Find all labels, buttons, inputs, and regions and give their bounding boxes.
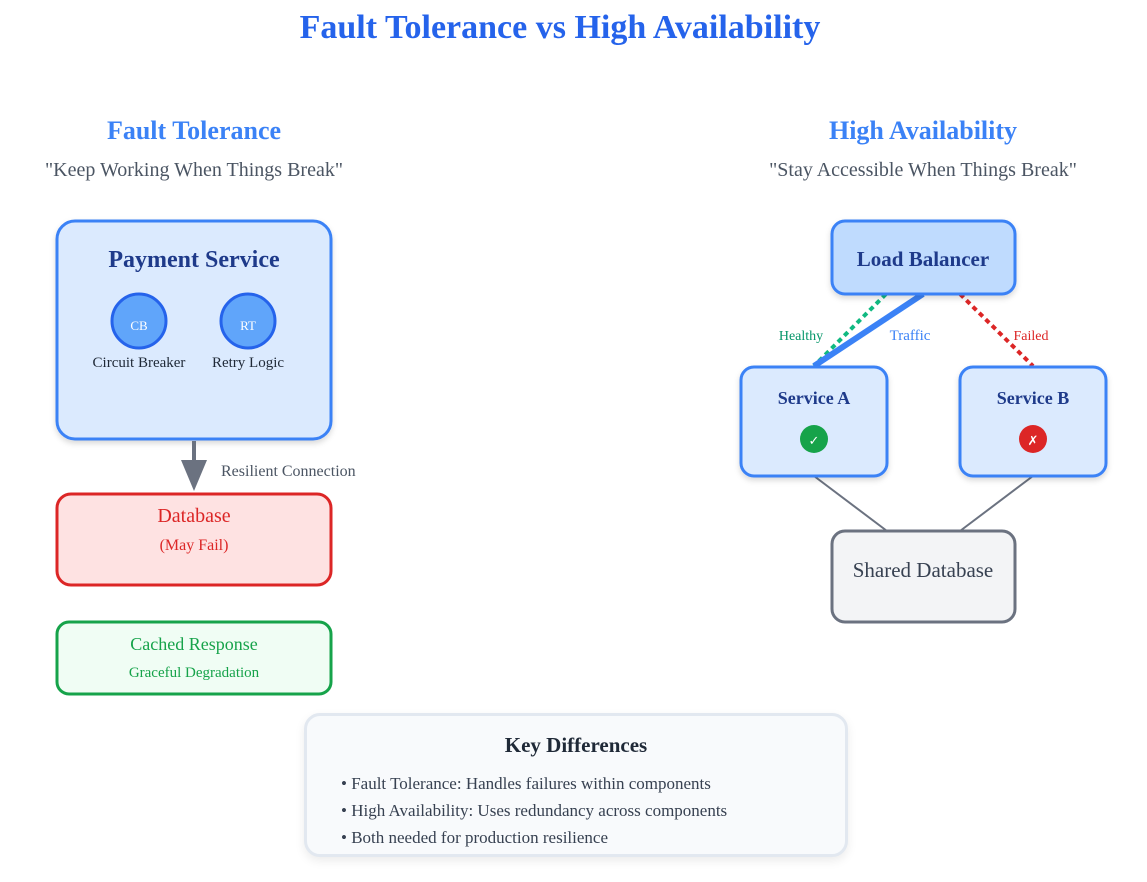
database-title: Database <box>157 505 230 527</box>
ft-subtitle: "Keep Working When Things Break" <box>45 159 343 181</box>
traffic-label: Traffic <box>890 328 931 344</box>
resilient-connection-arrow <box>181 441 207 491</box>
service-b-status-glyph: ✗ <box>1028 433 1039 448</box>
ha-subtitle: "Stay Accessible When Things Break" <box>769 159 1077 181</box>
failed-status-icon <box>1019 425 1047 453</box>
service-a-box: Service A ✓ <box>739 365 889 478</box>
traffic-link <box>812 291 925 369</box>
resilient-connection-label: Resilient Connection <box>221 463 356 480</box>
database-box: Database (May Fail) <box>55 492 333 587</box>
service-b-db-connector <box>959 475 1034 532</box>
payment-service-title: Payment Service <box>108 247 280 273</box>
retry-logic-badge: RT <box>240 318 256 333</box>
circuit-breaker-icon <box>110 292 168 350</box>
retry-logic-icon <box>219 292 277 350</box>
circuit-breaker-component: CB Circuit Breaker <box>93 292 186 371</box>
graceful-degradation-note: Graceful Degradation <box>129 665 260 681</box>
cached-response-box: Cached Response Graceful Degradation <box>55 620 333 696</box>
healthy-link <box>812 292 888 368</box>
load-balancer-label: Load Balancer <box>857 247 989 271</box>
shared-database-label: Shared Database <box>853 558 994 582</box>
healthy-status-icon <box>800 425 828 453</box>
ha-heading: High Availability <box>829 116 1017 145</box>
healthy-label: Healthy <box>779 329 823 344</box>
arrow-down-icon <box>181 460 207 491</box>
load-balancer-box: Load Balancer <box>830 219 1017 296</box>
list-item: Fault Tolerance: Handles failures within… <box>341 773 727 800</box>
circuit-breaker-badge: CB <box>130 318 148 333</box>
key-differences-panel: Key Differences Fault Tolerance: Handles… <box>304 713 848 857</box>
shared-database-box: Shared Database <box>830 529 1017 624</box>
payment-service-box: Payment Service CB Circuit Breaker RT Re… <box>55 219 333 441</box>
list-item: Both needed for production resilience <box>341 827 727 854</box>
service-a-label: Service A <box>778 388 850 408</box>
failed-label: Failed <box>1014 329 1049 344</box>
service-b-box: Service B ✗ <box>958 365 1108 478</box>
cached-response-title: Cached Response <box>130 634 257 654</box>
retry-logic-label: Retry Logic <box>212 355 284 371</box>
circuit-breaker-label: Circuit Breaker <box>93 355 186 371</box>
key-differences-list: Fault Tolerance: Handles failures within… <box>341 773 727 854</box>
list-item: High Availability: Uses redundancy acros… <box>341 800 727 827</box>
ft-heading: Fault Tolerance <box>107 116 281 145</box>
main-title: Fault Tolerance vs High Availability <box>300 9 821 46</box>
key-differences-heading: Key Differences <box>504 733 648 757</box>
service-b-label: Service B <box>997 388 1069 408</box>
retry-logic-component: RT Retry Logic <box>212 292 284 371</box>
database-note: (May Fail) <box>160 537 229 554</box>
failed-link <box>958 292 1035 368</box>
service-a-status-glyph: ✓ <box>809 433 820 448</box>
service-a-db-connector <box>813 475 888 532</box>
